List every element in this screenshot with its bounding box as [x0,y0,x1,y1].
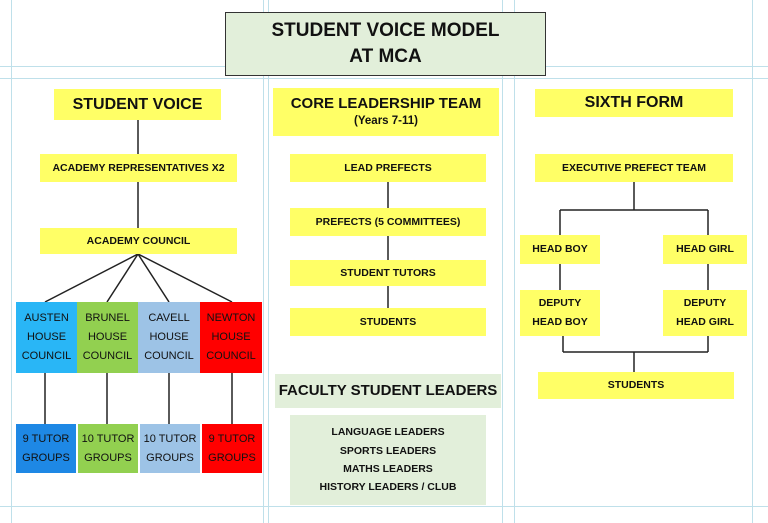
head-girl-box: HEAD GIRL [663,235,747,264]
role-label: HEAD BOY [532,316,588,328]
brunel-tutor-groups: 10 TUTOR GROUPS [78,424,138,473]
list-item: HISTORY LEADERS / CLUB [319,481,457,494]
groups-label: GROUPS [208,451,256,464]
house-name: BRUNEL [85,311,130,324]
deputy-head-boy-box: DEPUTY HEAD BOY [520,290,600,336]
house-name: CAVELL [148,311,190,324]
tutor-count: 9 TUTOR [22,432,70,445]
student-voice-header: STUDENT VOICE [54,89,221,120]
faculty-student-leaders-header: FACULTY STUDENT LEADERS [275,374,501,408]
guide-line [0,78,768,79]
council-label: COUNCIL [21,350,72,363]
executive-prefect-team-box: EXECUTIVE PREFECT TEAM [535,154,733,182]
house-label: HOUSE [149,330,189,343]
sixth-form-header: SIXTH FORM [535,89,733,117]
student-tutors-box: STUDENT TUTORS [290,260,486,286]
core-leadership-title: CORE LEADERSHIP TEAM [290,95,482,113]
house-label: HOUSE [87,330,128,343]
cavell-house-council: CAVELL HOUSE COUNCIL [138,302,200,373]
core-leadership-header: CORE LEADERSHIP TEAM (Years 7-11) [273,88,499,136]
house-label: HOUSE [211,330,251,343]
brunel-house-council: BRUNEL HOUSE COUNCIL [77,302,138,373]
deputy-label: DEPUTY [683,297,727,310]
cavell-tutor-groups: 10 TUTOR GROUPS [140,424,200,473]
title-line-2: AT MCA [349,46,422,67]
guide-line [752,0,753,523]
guide-line [11,0,12,523]
core-leadership-subtitle: (Years 7-11) [354,115,418,128]
house-name: AUSTEN [24,311,69,324]
guide-line [514,0,515,523]
austen-house-council: AUSTEN HOUSE COUNCIL [16,302,77,373]
faculty-leaders-list: LANGUAGE LEADERS SPORTS LEADERS MATHS LE… [290,415,486,505]
newton-house-council: NEWTON HOUSE COUNCIL [200,302,262,373]
groups-label: GROUPS [22,451,70,464]
council-label: COUNCIL [144,350,194,363]
diagram-title: STUDENT VOICE MODEL AT MCA [225,12,546,76]
guide-line [502,0,503,523]
guide-line [0,506,768,507]
deputy-head-girl-box: DEPUTY HEAD GIRL [663,290,747,336]
list-item: MATHS LEADERS [343,463,433,475]
house-name: NEWTON [206,311,256,324]
role-label: HEAD GIRL [676,316,734,328]
academy-representatives-box: ACADEMY REPRESENTATIVES X2 [40,154,237,182]
guide-line [263,0,264,523]
house-label: HOUSE [26,330,67,343]
deputy-label: DEPUTY [538,297,582,310]
list-item: LANGUAGE LEADERS [331,426,445,439]
list-item: SPORTS LEADERS [339,444,437,457]
austen-tutor-groups: 9 TUTOR GROUPS [16,424,76,473]
tutor-count: 9 TUTOR [208,432,256,445]
council-label: COUNCIL [82,350,133,363]
tutor-count: 10 TUTOR [81,432,135,445]
tutor-count: 10 TUTOR [143,432,197,445]
council-label: COUNCIL [206,350,256,363]
groups-label: GROUPS [84,451,132,464]
academy-council-box: ACADEMY COUNCIL [40,228,237,254]
students-box: STUDENTS [290,308,486,336]
newton-tutor-groups: 9 TUTOR GROUPS [202,424,262,473]
title-line-1: STUDENT VOICE MODEL [271,20,500,42]
prefects-box: PREFECTS (5 COMMITTEES) [290,208,486,236]
sixth-form-students-box: STUDENTS [538,372,734,399]
lead-prefects-box: LEAD PREFECTS [290,154,486,182]
guide-line [268,0,269,523]
groups-label: GROUPS [146,451,194,464]
head-boy-box: HEAD BOY [520,235,600,264]
